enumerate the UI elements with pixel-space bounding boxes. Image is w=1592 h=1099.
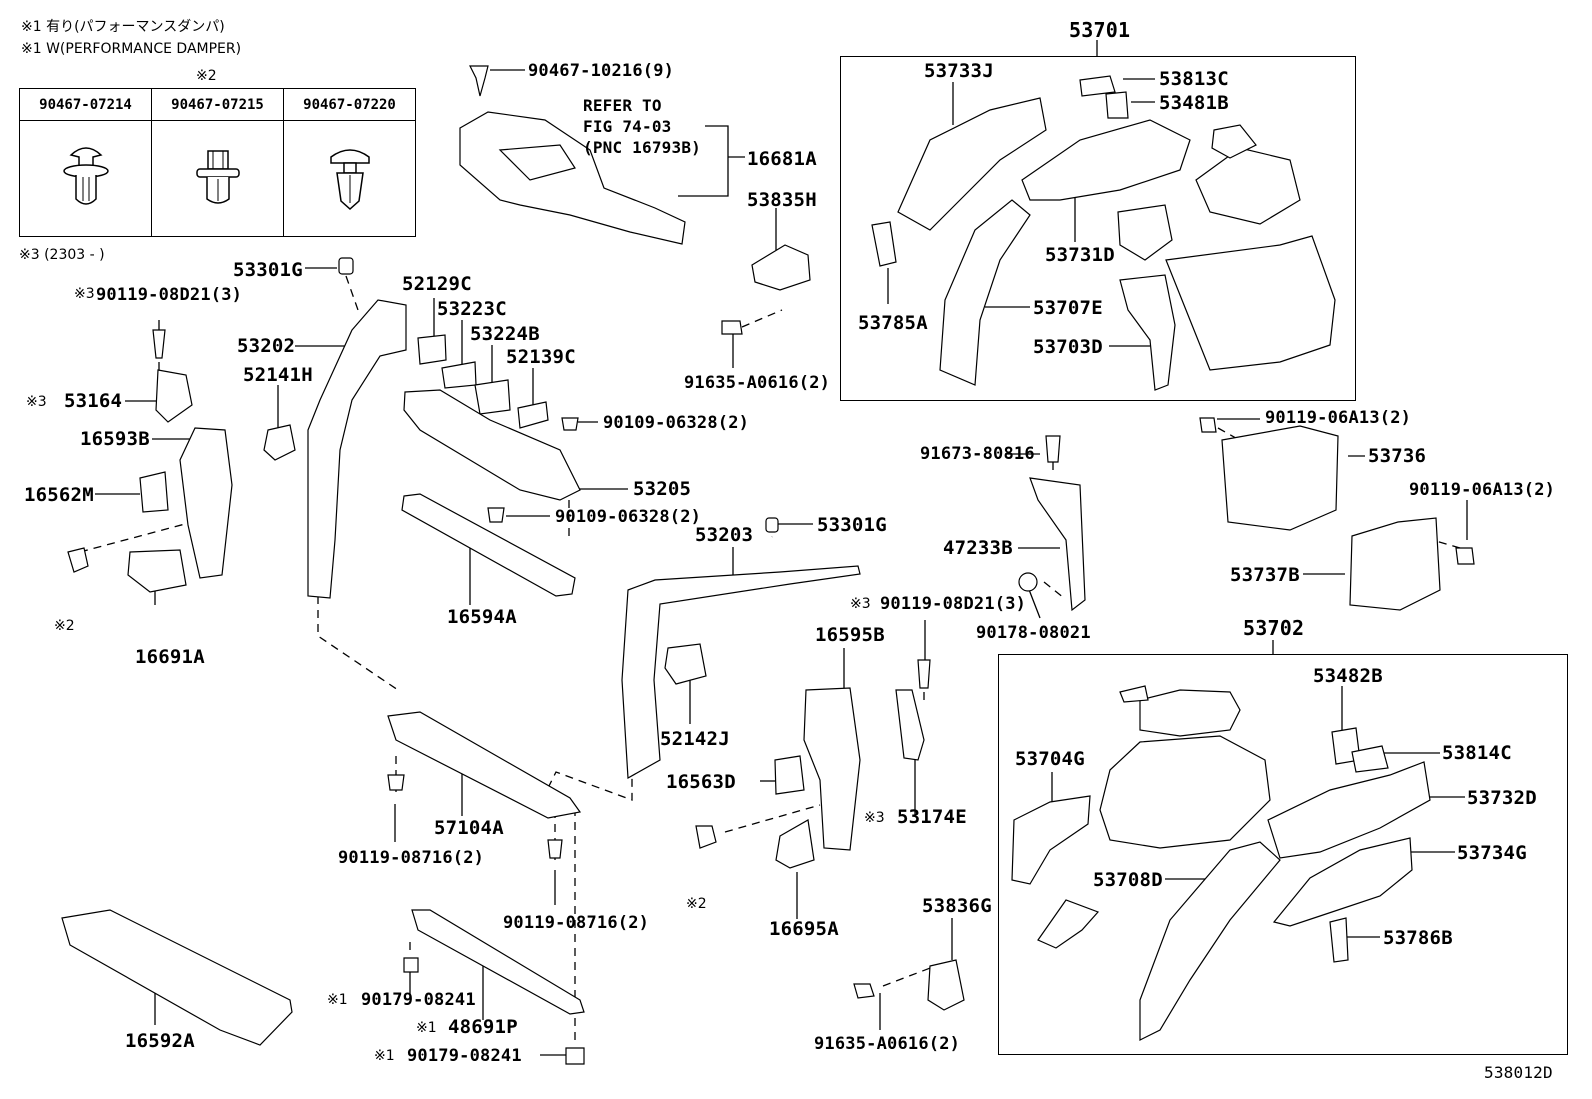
refer-note-line2[interactable]: FIG 74-03 — [583, 117, 672, 136]
part-16691A[interactable]: 16691A — [135, 646, 205, 668]
fastener-col-3[interactable]: 90467-07220 — [283, 88, 416, 121]
mark-2-b: ※2 — [686, 896, 707, 912]
refer-note-line1: REFER TO — [583, 96, 662, 115]
part-16593B[interactable]: 16593B — [80, 428, 150, 450]
part-52129C[interactable]: 52129C — [402, 273, 472, 295]
part-52141H[interactable]: 52141H — [243, 364, 313, 386]
mark-3-a: ※3 — [74, 286, 95, 302]
part-57104A[interactable]: 57104A — [434, 817, 504, 839]
clip-1-icon — [62, 146, 109, 205]
part-52142J[interactable]: 52142J — [660, 728, 730, 750]
part-91635-A0616-top[interactable]: 91635-A0616(2) — [684, 373, 831, 393]
part-90119-08716-2[interactable]: 90119-08716(2) — [503, 913, 650, 933]
part-90119-06A13-2[interactable]: 90119-06A13(2) — [1409, 480, 1556, 500]
part-16594A[interactable]: 16594A — [447, 606, 517, 628]
clip-3-icon — [329, 148, 370, 210]
part-16695A[interactable]: 16695A — [769, 918, 839, 940]
mark-3-d: ※3 — [864, 810, 885, 826]
part-91673-80816[interactable]: 91673-80816 — [920, 444, 1035, 464]
part-53707E[interactable]: 53707E — [1033, 297, 1103, 319]
clip-image-1 — [19, 120, 152, 237]
part-53835H[interactable]: 53835H — [747, 189, 817, 211]
mark-2-a: ※2 — [54, 618, 75, 634]
part-53703D[interactable]: 53703D — [1033, 336, 1103, 358]
part-53733J[interactable]: 53733J — [924, 60, 994, 82]
group-label-53702[interactable]: 53702 — [1243, 616, 1305, 640]
part-90467-10216[interactable]: 90467-10216(9) — [528, 61, 675, 81]
part-90178-08021[interactable]: 90178-08021 — [976, 623, 1091, 643]
part-90109-06328-2[interactable]: 90109-06328(2) — [555, 507, 702, 527]
clip-image-2 — [151, 120, 284, 237]
part-53301G-1[interactable]: 53301G — [233, 259, 303, 281]
mark-1-a: ※1 — [327, 992, 348, 1008]
part-53731D[interactable]: 53731D — [1045, 244, 1115, 266]
clip-image-3 — [283, 120, 416, 237]
clip-2-icon — [195, 149, 240, 204]
refer-note-line3[interactable]: (PNC 16793B) — [583, 138, 701, 157]
part-53786B[interactable]: 53786B — [1383, 927, 1453, 949]
part-53174E[interactable]: 53174E — [897, 806, 967, 828]
part-90119-08716-1[interactable]: 90119-08716(2) — [338, 848, 485, 868]
part-53836G[interactable]: 53836G — [922, 895, 992, 917]
part-53202[interactable]: 53202 — [237, 335, 296, 357]
part-16562M[interactable]: 16562M — [24, 484, 94, 506]
part-16563D[interactable]: 16563D — [666, 771, 736, 793]
part-53813C[interactable]: 53813C — [1159, 68, 1229, 90]
part-16681A[interactable]: 16681A — [747, 148, 817, 170]
part-47233B[interactable]: 47233B — [943, 537, 1013, 559]
group-label-53701[interactable]: 53701 — [1069, 18, 1131, 42]
part-53205[interactable]: 53205 — [633, 478, 692, 500]
part-48691P[interactable]: 48691P — [448, 1016, 518, 1038]
figure-id: 538012D — [1484, 1063, 1553, 1082]
mark-3-b: ※3 — [26, 394, 47, 410]
part-90179-08241-2[interactable]: 90179-08241 — [407, 1046, 522, 1066]
part-53301G-2[interactable]: 53301G — [817, 514, 887, 536]
mark-1-c: ※1 — [374, 1048, 395, 1064]
group-box-53701 — [840, 56, 1356, 401]
part-53814C[interactable]: 53814C — [1442, 742, 1512, 764]
note-mark-2: ※2 — [196, 68, 217, 84]
part-53482B[interactable]: 53482B — [1313, 665, 1383, 687]
fastener-table: 90467-07214 90467-07215 90467-07220 — [19, 88, 416, 237]
part-90179-08241-1[interactable]: 90179-08241 — [361, 990, 476, 1010]
part-53736[interactable]: 53736 — [1368, 445, 1427, 467]
part-53223C[interactable]: 53223C — [437, 298, 507, 320]
part-53732D[interactable]: 53732D — [1467, 787, 1537, 809]
part-52139C[interactable]: 52139C — [506, 346, 576, 368]
part-16592A[interactable]: 16592A — [125, 1030, 195, 1052]
part-90109-06328-1[interactable]: 90109-06328(2) — [603, 413, 750, 433]
part-90119-08D21-2[interactable]: 90119-08D21(3) — [880, 594, 1027, 614]
part-53164[interactable]: 53164 — [64, 390, 123, 412]
part-16595B[interactable]: 16595B — [815, 624, 885, 646]
fastener-col-1[interactable]: 90467-07214 — [19, 88, 152, 121]
part-90119-06A13-1[interactable]: 90119-06A13(2) — [1265, 408, 1412, 428]
part-53734G[interactable]: 53734G — [1457, 842, 1527, 864]
part-53704G[interactable]: 53704G — [1015, 748, 1085, 770]
part-53203[interactable]: 53203 — [695, 524, 754, 546]
note-damper-jp: ※1 有り(パフォーマンスダンパ) — [21, 19, 225, 35]
part-53708D[interactable]: 53708D — [1093, 869, 1163, 891]
part-53224B[interactable]: 53224B — [470, 323, 540, 345]
mark-1-b: ※1 — [416, 1020, 437, 1036]
part-53737B[interactable]: 53737B — [1230, 564, 1300, 586]
group-box-53702 — [998, 654, 1568, 1055]
note-damper-en: ※1 W(PERFORMANCE DAMPER) — [21, 41, 242, 57]
part-91635-A0616-bottom[interactable]: 91635-A0616(2) — [814, 1034, 961, 1054]
part-53785A[interactable]: 53785A — [858, 312, 928, 334]
part-90119-08D21-1[interactable]: 90119-08D21(3) — [96, 285, 243, 305]
part-53481B[interactable]: 53481B — [1159, 92, 1229, 114]
mark-3-c: ※3 — [850, 596, 871, 612]
note-mark-3: ※3 (2303 - ) — [19, 247, 105, 263]
